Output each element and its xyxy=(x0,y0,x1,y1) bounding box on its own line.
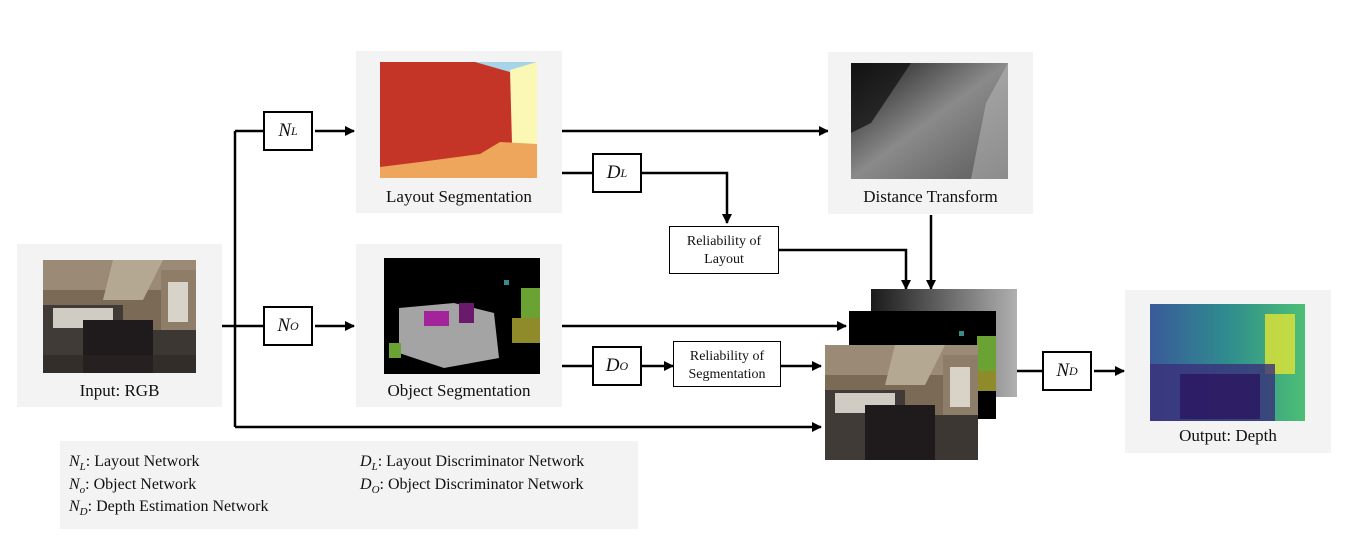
input-rgb-image xyxy=(43,260,196,373)
legend-no-symbol: N xyxy=(69,476,80,493)
reliability-segmentation-line2: Segmentation xyxy=(688,367,766,382)
nd-symbol: N xyxy=(1056,360,1069,381)
distance-transform-image xyxy=(851,63,1008,179)
legend-do-symbol: D xyxy=(360,476,372,493)
dl-to-reliability-arrow xyxy=(642,171,732,224)
reliability-segmentation-line1: Reliability of xyxy=(689,349,765,364)
legend-item-nl: NL: Layout Network xyxy=(69,453,200,473)
dl-sub: L xyxy=(620,165,628,180)
reliability-layout-box: Reliability of Layout xyxy=(669,226,779,274)
dl-symbol: D xyxy=(606,162,621,183)
output-depth-panel: Output: Depth xyxy=(1125,290,1331,453)
no-sub: O xyxy=(290,318,299,333)
legend-nl-sub: L xyxy=(79,461,86,474)
output-depth-image xyxy=(1150,304,1305,421)
legend-item-dl: DL: Layout Discriminator Network xyxy=(360,453,584,473)
layout-segmentation-caption: Layout Segmentation xyxy=(386,187,532,206)
nl-symbol: N xyxy=(278,120,291,141)
legend-item-nd: ND: Depth Estimation Network xyxy=(69,498,268,518)
legend-no-text: : Object Network xyxy=(85,476,197,493)
nd-sub: D xyxy=(1069,363,1078,378)
rel-layout-to-stack-arrow xyxy=(779,248,911,290)
object-segmentation-image xyxy=(384,258,540,374)
reliability-layout-line1: Reliability of xyxy=(686,234,762,249)
input-rgb-panel: Input: RGB xyxy=(17,244,222,407)
layout-segmentation-panel: Layout Segmentation xyxy=(356,51,562,213)
legend-item-do: DO: Object Discriminator Network xyxy=(360,476,583,496)
layout-segmentation-image xyxy=(380,62,537,178)
object-segmentation-caption: Object Segmentation xyxy=(387,381,531,400)
object-segmentation-panel: Object Segmentation xyxy=(356,244,562,407)
input-caption: Input: RGB xyxy=(79,381,160,400)
distance-transform-panel: Distance Transform xyxy=(828,52,1033,214)
legend-item-no: No: Object Network xyxy=(69,476,196,496)
legend-do-text: : Object Discriminator Network xyxy=(379,476,584,493)
legend-nd-sub: D xyxy=(79,506,88,519)
reliability-layout-line2: Layout xyxy=(704,252,744,267)
legend: NL: Layout Network No: Object Network ND… xyxy=(60,441,638,529)
stack-rgb-layer xyxy=(825,345,978,460)
legend-dl-sub: L xyxy=(371,461,378,474)
legend-dl-text: : Layout Discriminator Network xyxy=(377,453,585,470)
do-sub: O xyxy=(619,358,629,373)
legend-do-sub: O xyxy=(371,484,380,497)
nl-sub: L xyxy=(291,123,298,138)
distance-transform-caption: Distance Transform xyxy=(863,187,998,206)
legend-dl-symbol: D xyxy=(360,453,372,470)
legend-nd-text: : Depth Estimation Network xyxy=(87,498,269,515)
legend-nl-symbol: N xyxy=(69,453,80,470)
legend-no-sub: o xyxy=(79,484,86,497)
reliability-segmentation-box: Reliability of Segmentation xyxy=(673,341,781,387)
legend-nd-symbol: N xyxy=(69,498,80,515)
legend-nl-text: : Layout Network xyxy=(85,453,200,470)
do-symbol: D xyxy=(605,355,620,376)
output-caption: Output: Depth xyxy=(1179,426,1277,445)
no-symbol: N xyxy=(277,315,290,336)
